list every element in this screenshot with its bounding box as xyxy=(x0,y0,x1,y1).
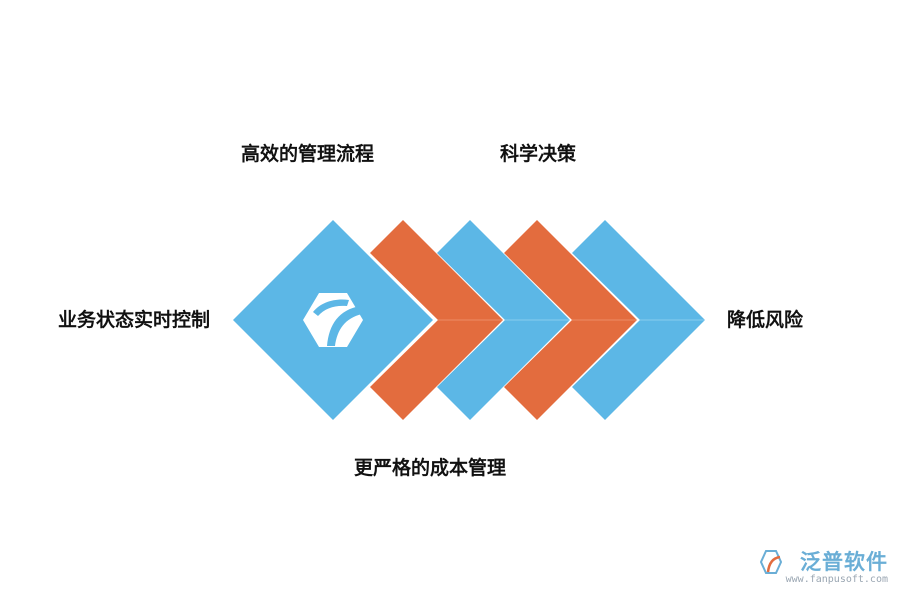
chevron-orange-1 xyxy=(370,220,503,420)
label-top-left: 高效的管理流程 xyxy=(241,143,375,165)
label-right: 降低风险 xyxy=(727,309,804,331)
watermark: 泛普软件 www.fanpusoft.com xyxy=(759,550,888,586)
label-left: 业务状态实时控制 xyxy=(58,309,211,331)
fanpu-logo-icon xyxy=(303,293,363,347)
watermark-name: 泛普软件 xyxy=(800,550,888,574)
label-bottom: 更严格的成本管理 xyxy=(354,457,507,479)
chevron-blue-3 xyxy=(572,220,705,420)
label-top-right: 科学决策 xyxy=(500,143,577,165)
chevron-orange-2 xyxy=(504,220,637,420)
chevron-blue-2 xyxy=(437,220,570,420)
watermark-url: www.fanpusoft.com xyxy=(785,574,888,585)
watermark-logo-icon xyxy=(759,550,782,574)
